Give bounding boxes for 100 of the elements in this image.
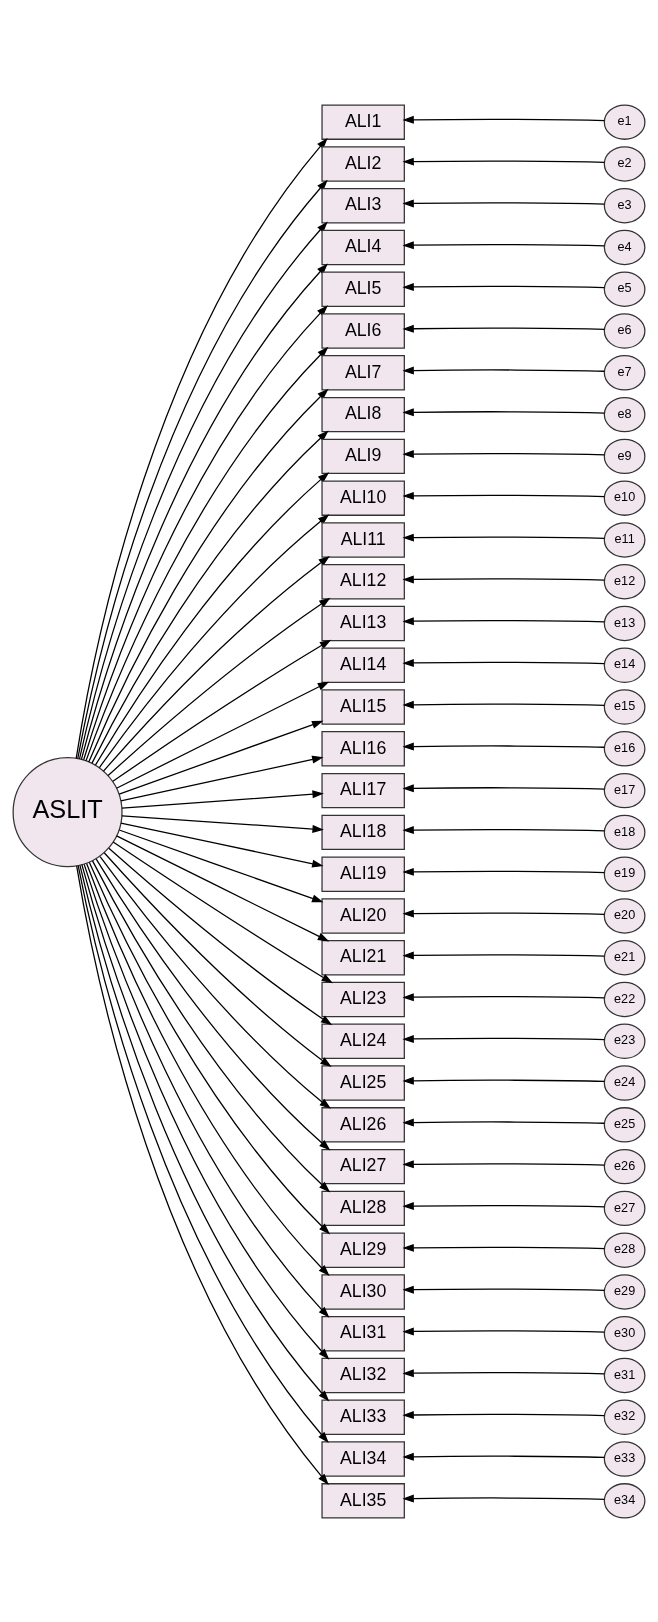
arrow xyxy=(402,1326,605,1335)
node-ellipse: e28 xyxy=(603,1231,646,1268)
arrow xyxy=(402,491,605,500)
arrow xyxy=(402,1034,605,1043)
node-ellipse: e6 xyxy=(603,312,646,349)
node-box: ALI5 xyxy=(321,271,405,307)
arrow xyxy=(402,909,605,918)
node-box: ALI35 xyxy=(321,1482,405,1519)
node-ellipse: e5 xyxy=(603,271,646,307)
arrow xyxy=(402,1243,605,1252)
node-box: ALI12 xyxy=(321,563,405,599)
arrow xyxy=(402,1118,605,1127)
node-ellipse: e3 xyxy=(603,187,646,223)
arrow xyxy=(108,847,333,1025)
node-ellipse: e9 xyxy=(603,438,646,474)
arrow xyxy=(402,950,605,959)
node-box: ALI17 xyxy=(321,772,405,808)
node-box: ALI9 xyxy=(321,438,405,474)
node-box: ALI16 xyxy=(321,730,405,767)
node-ellipse: e4 xyxy=(603,229,646,265)
node-box: ALI20 xyxy=(321,897,405,934)
arrow xyxy=(121,789,324,809)
node-box: ALI31 xyxy=(321,1315,405,1351)
node-box: ALI19 xyxy=(321,855,405,892)
node-ellipse: e31 xyxy=(603,1357,646,1393)
arrow xyxy=(120,755,324,802)
node-ellipse: e14 xyxy=(603,647,646,683)
node-ellipse: e21 xyxy=(603,939,646,975)
node-ellipse: e12 xyxy=(603,563,646,599)
arrow xyxy=(118,720,324,795)
node-box: ALI25 xyxy=(321,1064,405,1101)
arrow xyxy=(98,513,330,768)
node-box: ALI7 xyxy=(321,354,405,391)
node-ellipse: e15 xyxy=(603,688,646,725)
node-box: ALI10 xyxy=(321,479,405,516)
arrow xyxy=(402,783,605,792)
arrow xyxy=(402,1410,605,1419)
node-box: ALI29 xyxy=(321,1231,405,1268)
arrow xyxy=(102,555,330,772)
arrow xyxy=(402,157,605,166)
node-ellipse: e27 xyxy=(603,1190,646,1226)
arrow xyxy=(99,855,332,1109)
arrow xyxy=(402,1452,605,1461)
node-ellipse: e17 xyxy=(603,772,646,808)
arrow xyxy=(402,240,605,249)
node-ellipse: e30 xyxy=(603,1315,646,1351)
node-circle: ASLIT xyxy=(12,756,123,867)
node-ellipse: e20 xyxy=(603,897,646,934)
arrow xyxy=(402,282,605,291)
node-box: ALI34 xyxy=(321,1440,405,1477)
arrow xyxy=(402,533,605,542)
arrow xyxy=(112,639,332,782)
arrow xyxy=(402,616,605,625)
arrow xyxy=(402,742,605,751)
arrow xyxy=(121,814,324,833)
arrow xyxy=(402,992,605,1001)
node-ellipse: e13 xyxy=(603,605,646,641)
arrow xyxy=(402,867,605,876)
node-ellipse: e24 xyxy=(603,1064,646,1101)
node-box: ALI30 xyxy=(321,1273,405,1310)
arrow xyxy=(118,828,324,902)
arrow xyxy=(112,840,333,983)
arrow xyxy=(402,1285,605,1294)
node-box: ALI18 xyxy=(321,814,405,850)
node-ellipse: e29 xyxy=(603,1273,646,1310)
arrow xyxy=(402,449,605,458)
node-box: ALI15 xyxy=(321,688,405,725)
node-ellipse: e22 xyxy=(603,981,646,1017)
arrow xyxy=(402,366,605,375)
node-box: ALI1 xyxy=(321,103,405,140)
arrow xyxy=(402,574,605,583)
node-box: ALI2 xyxy=(321,145,405,182)
arrow xyxy=(402,324,605,333)
arrow xyxy=(115,834,330,941)
node-box: ALI4 xyxy=(321,229,405,265)
node-ellipse: e26 xyxy=(603,1148,646,1184)
node-box: ALI24 xyxy=(321,1023,405,1059)
node-ellipse: e8 xyxy=(603,396,646,432)
arrow xyxy=(402,115,605,124)
node-box: ALI14 xyxy=(321,647,405,683)
arrow xyxy=(402,1494,605,1503)
node-box: ALI32 xyxy=(321,1357,405,1393)
arrow xyxy=(402,1159,605,1168)
node-box: ALI6 xyxy=(321,312,405,349)
node-ellipse: e19 xyxy=(603,855,646,892)
node-ellipse: e23 xyxy=(603,1023,646,1059)
node-ellipse: e2 xyxy=(603,145,646,182)
arrow xyxy=(402,1076,605,1085)
arrow xyxy=(402,658,605,667)
arrow xyxy=(107,597,331,776)
node-ellipse: e7 xyxy=(603,354,646,391)
node-box: ALI28 xyxy=(321,1190,405,1226)
node-ellipse: e10 xyxy=(603,479,646,516)
arrow xyxy=(402,407,605,416)
node-ellipse: e1 xyxy=(603,103,646,140)
arrow xyxy=(115,681,330,789)
arrow xyxy=(402,700,605,709)
node-ellipse: e18 xyxy=(603,814,646,850)
node-ellipse: e25 xyxy=(603,1106,646,1143)
node-ellipse: e11 xyxy=(603,521,646,558)
